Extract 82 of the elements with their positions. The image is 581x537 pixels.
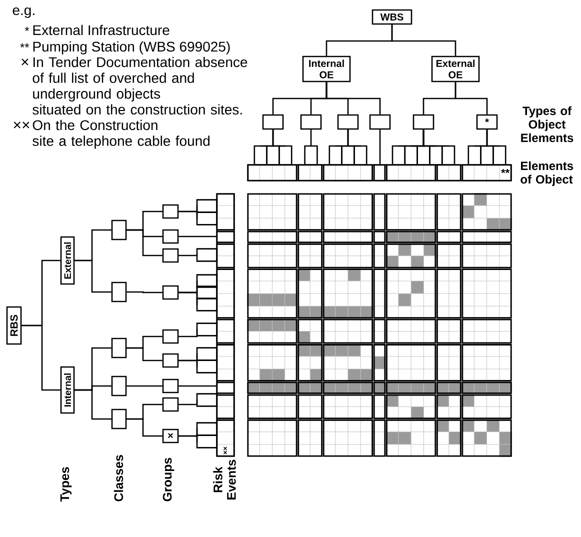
- hierarchy-box: *: [476, 114, 498, 130]
- connector-line: [126, 291, 162, 294]
- hierarchy-box: [354, 145, 368, 166]
- heading-label: Types of Object Elements: [521, 106, 574, 142]
- hierarchy-box: [196, 274, 218, 288]
- connector-line: [178, 236, 216, 238]
- connector-line: [178, 210, 198, 220]
- hierarchy-box: Internal OE: [302, 56, 351, 82]
- connector-line: [178, 360, 198, 368]
- hierarchy-box: [111, 376, 127, 396]
- hierarchy-box: [262, 114, 284, 130]
- hierarchy-box: [111, 282, 127, 302]
- hierarchy-box: RBS: [6, 306, 22, 345]
- hierarchy-box: [162, 248, 179, 263]
- connector-line: [22, 324, 60, 391]
- connector-line: [486, 130, 500, 147]
- connector-line: [178, 292, 198, 306]
- hierarchy-box: [278, 145, 292, 166]
- hierarchy-box: [196, 322, 218, 336]
- connector-line: [347, 130, 362, 147]
- hierarchy-box: [162, 378, 179, 394]
- footnote-marker: ××: [14, 122, 30, 128]
- connector-line: [126, 418, 162, 437]
- segmented-strip: **: [247, 164, 512, 182]
- hierarchy-box: [196, 298, 218, 312]
- hierarchy-box: External: [60, 236, 75, 285]
- connector-line: [126, 229, 162, 256]
- level-label: Types: [60, 467, 72, 502]
- connector-line: [272, 130, 286, 147]
- connector-line: [178, 328, 198, 338]
- hierarchy-box: [162, 329, 179, 344]
- connector-line: [422, 130, 449, 147]
- hierarchy-box: [196, 393, 218, 407]
- connector-line: [74, 389, 112, 420]
- hierarchy-box: [162, 397, 179, 412]
- hierarchy-box: [162, 204, 179, 219]
- hierarchy-box: [196, 286, 218, 300]
- hierarchy-box: [196, 248, 218, 262]
- footnote-marker: *: [24, 26, 30, 31]
- hierarchy-box: [412, 114, 434, 130]
- connector-line: [126, 385, 162, 387]
- connector-line: [326, 82, 381, 114]
- note-text: e.g.: [12, 7, 34, 18]
- hierarchy-box: [196, 212, 218, 226]
- hierarchy-box: [196, 360, 218, 374]
- note-text: In Tender Documentation absence of full list of overched and underground objects situated on the construction sites.: [32, 56, 248, 115]
- connector-line: [178, 435, 198, 442]
- heading-label: Elements of Object: [520, 161, 574, 186]
- connector-line: [310, 130, 312, 147]
- hierarchy-box: [300, 114, 322, 130]
- hierarchy-box: [304, 145, 318, 166]
- hierarchy-box: Internal: [60, 366, 75, 414]
- level-label: Groups: [162, 458, 174, 502]
- note-text: External Infrastructure: [33, 24, 170, 36]
- hierarchy-box: External OE: [431, 56, 480, 82]
- connector-line: [74, 260, 112, 293]
- connector-line: [178, 254, 198, 256]
- connector-line: [391, 24, 456, 56]
- hierarchy-box: [196, 434, 218, 448]
- level-label: Risk Events: [213, 460, 236, 500]
- hierarchy-box: [369, 114, 391, 130]
- hierarchy-box: ×: [162, 428, 179, 444]
- hierarchy-box: [162, 285, 179, 300]
- hierarchy-box: [492, 145, 506, 166]
- connector-line: [379, 130, 381, 164]
- note-text: On the Construction site a telephone cable found: [32, 120, 210, 149]
- hierarchy-box: [337, 114, 359, 130]
- connector-line: [178, 385, 216, 387]
- connector-line: [178, 399, 198, 406]
- connector-line: [126, 347, 162, 362]
- level-label: Classes: [114, 455, 124, 502]
- footnote-marker: ×: [22, 58, 28, 66]
- hierarchy-box: [111, 220, 127, 240]
- hierarchy-box: [162, 353, 179, 368]
- hierarchy-box: [441, 145, 456, 166]
- hierarchy-box: [162, 229, 179, 244]
- hierarchy-box: [111, 338, 127, 358]
- footnote-marker: **: [20, 43, 30, 48]
- hierarchy-box: WBS: [372, 9, 412, 25]
- connector-line: [454, 82, 488, 114]
- hierarchy-box: [111, 408, 127, 430]
- note-text: Pumping Station (WBS 699025): [33, 41, 230, 54]
